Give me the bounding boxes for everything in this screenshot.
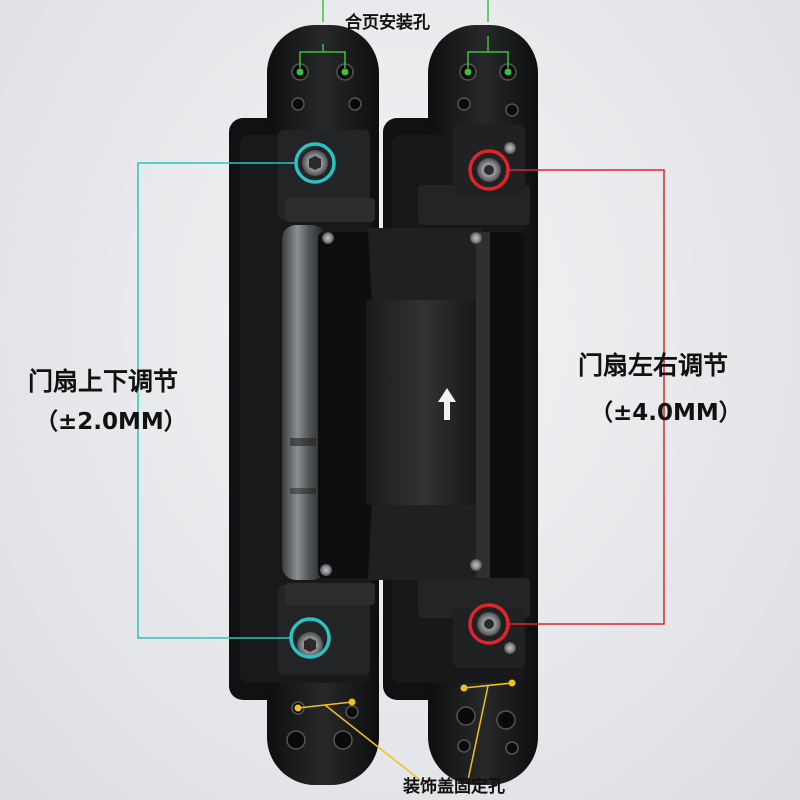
lateral-adjust-label: 门扇左右调节 [578, 351, 729, 380]
lateral-range-label: （±4.0MM） [590, 400, 742, 426]
cover-hole-markers [294, 679, 516, 781]
arrow-up-icon [438, 388, 456, 420]
vertical-adjust-label: 门扇上下调节 [28, 367, 179, 396]
vertical-adjust-markers [137, 142, 336, 659]
hinge-arm [318, 228, 524, 580]
lateral-adjust-markers [468, 149, 665, 645]
hex-screw-icon [297, 142, 516, 658]
mounting-hole-markers [296, 0, 512, 76]
cover-holes-label: 装饰盖固定孔 [403, 777, 505, 797]
mounting-holes-label: 合页安装孔 [345, 13, 430, 33]
vertical-range-label: （±2.0MM） [35, 409, 187, 435]
